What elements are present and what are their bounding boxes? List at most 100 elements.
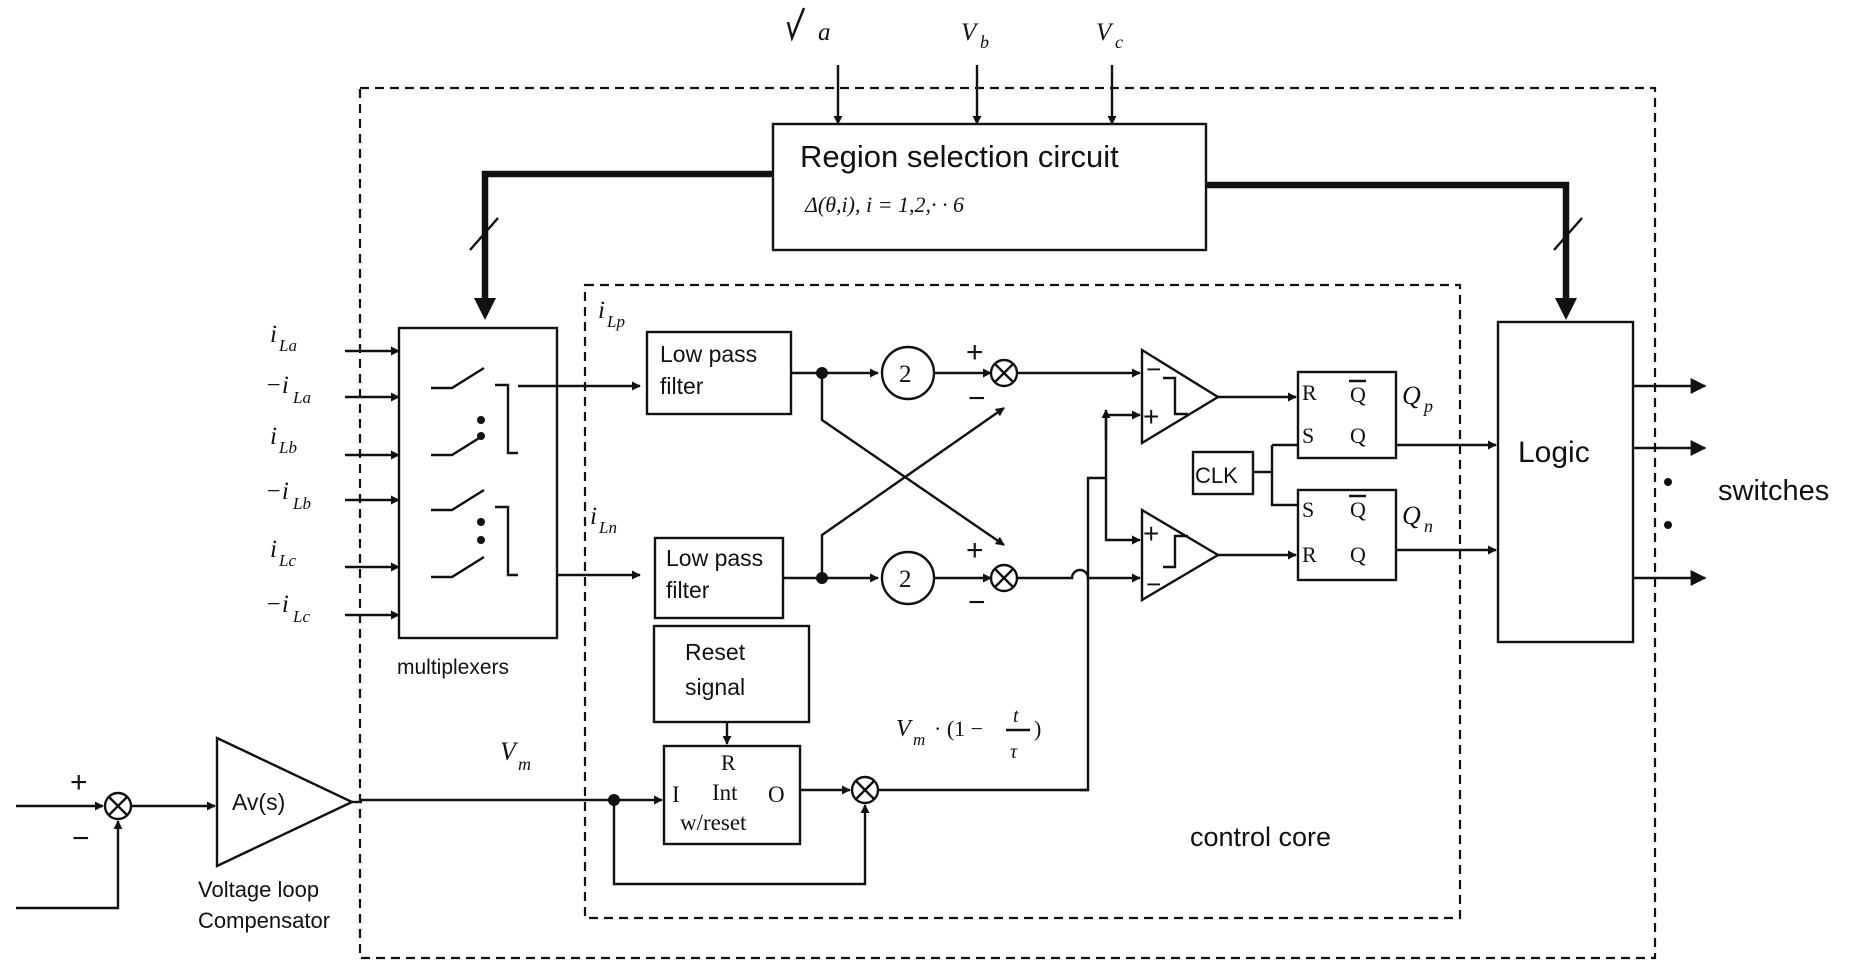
svg-text:−i: −i bbox=[265, 478, 289, 505]
svg-text:i: i bbox=[598, 297, 605, 324]
logic-label: Logic bbox=[1518, 436, 1590, 469]
svg-text:τ: τ bbox=[1010, 741, 1018, 763]
svg-text:+: + bbox=[966, 336, 984, 369]
multiplexers-label: multiplexers bbox=[397, 656, 509, 679]
svg-text:t: t bbox=[1013, 705, 1019, 727]
svg-text:I: I bbox=[672, 782, 680, 807]
compensator-caption-2: Compensator bbox=[198, 908, 330, 933]
comparator-bottom: + − bbox=[1142, 510, 1218, 600]
label-qn: Q n bbox=[1402, 501, 1433, 536]
svg-text:2: 2 bbox=[899, 566, 912, 593]
bus-to-logic bbox=[1206, 185, 1566, 300]
svg-text:p: p bbox=[1422, 396, 1433, 416]
switches-label: switches bbox=[1718, 475, 1829, 507]
label-iln: i Ln bbox=[590, 503, 617, 537]
svg-text:filter: filter bbox=[660, 373, 704, 399]
svg-text:+: + bbox=[70, 766, 88, 799]
gain-2-top: 2 bbox=[882, 347, 934, 399]
svg-text:n: n bbox=[1424, 516, 1433, 536]
svg-text:i: i bbox=[270, 321, 277, 348]
comparator-top: − + bbox=[1142, 350, 1218, 443]
svg-text:O: O bbox=[768, 782, 785, 807]
svg-text:signal: signal bbox=[685, 674, 745, 700]
svg-text:c: c bbox=[1115, 32, 1123, 52]
svg-text:S: S bbox=[1302, 497, 1314, 522]
label-ilp: i Lp bbox=[598, 297, 625, 331]
input-vc: V c bbox=[1096, 19, 1123, 124]
svg-text:−: − bbox=[968, 586, 986, 619]
input-va: a bbox=[788, 8, 838, 124]
svg-text:Q: Q bbox=[1402, 501, 1421, 530]
sum-junction-top: + − bbox=[966, 336, 1017, 415]
svg-text:−i: −i bbox=[265, 372, 289, 399]
sum-junction-bottom: + − bbox=[966, 534, 1017, 619]
svg-text:−: − bbox=[72, 822, 90, 855]
compensator-caption-1: Voltage loop bbox=[198, 877, 319, 902]
svg-text:Reset: Reset bbox=[685, 639, 746, 665]
svg-text:R: R bbox=[1302, 542, 1317, 567]
svg-text:R: R bbox=[1302, 380, 1317, 405]
svg-text:−: − bbox=[1146, 569, 1161, 599]
svg-text:Q: Q bbox=[1350, 423, 1366, 448]
svg-text:Lb: Lb bbox=[292, 494, 311, 513]
svg-text:): ) bbox=[1034, 716, 1041, 741]
svg-text:Q: Q bbox=[1402, 381, 1421, 410]
compensator-label: Av(s) bbox=[232, 789, 285, 815]
svg-text:Int: Int bbox=[712, 780, 738, 805]
svg-text:Lc: Lc bbox=[292, 607, 310, 626]
svg-text:filter: filter bbox=[666, 577, 710, 603]
multiplier-junction bbox=[852, 777, 878, 803]
svg-text:Lp: Lp bbox=[606, 312, 625, 331]
svg-text:Q: Q bbox=[1350, 497, 1366, 522]
svg-text:· (1 −: · (1 − bbox=[934, 716, 983, 741]
svg-text:S: S bbox=[1302, 423, 1314, 448]
svg-text:−: − bbox=[968, 382, 986, 415]
svg-text:b: b bbox=[980, 32, 989, 52]
svg-text:V: V bbox=[896, 716, 913, 742]
svg-text:i: i bbox=[270, 423, 277, 450]
bus-to-multiplexers bbox=[485, 174, 773, 300]
svg-text:+: + bbox=[1143, 401, 1159, 432]
control-core-label: control core bbox=[1190, 822, 1331, 852]
region-selection-title: Region selection circuit bbox=[800, 139, 1119, 174]
svg-text:La: La bbox=[292, 388, 311, 407]
label-qp: Q p bbox=[1402, 381, 1433, 416]
input-neg-ila: −i La bbox=[265, 372, 399, 407]
input-ila: i La bbox=[270, 321, 399, 355]
svg-text:m: m bbox=[913, 730, 925, 749]
svg-text:Lb: Lb bbox=[278, 438, 297, 457]
svg-text:i: i bbox=[590, 503, 597, 530]
svg-text:w/reset: w/reset bbox=[680, 810, 747, 835]
svg-text:−i: −i bbox=[265, 591, 289, 618]
input-ilc: i Lc bbox=[270, 536, 399, 570]
svg-text:+: + bbox=[966, 534, 984, 567]
svg-text:La: La bbox=[278, 336, 297, 355]
svg-text:Q: Q bbox=[1350, 542, 1366, 567]
svg-text:Q: Q bbox=[1350, 382, 1366, 407]
label-ramp: V m · (1 − t τ ) bbox=[896, 705, 1041, 763]
input-neg-ilc: −i Lc bbox=[265, 591, 399, 626]
svg-text:−: − bbox=[1146, 354, 1161, 384]
gain-2-bottom: 2 bbox=[882, 552, 934, 604]
svg-text:V: V bbox=[1096, 19, 1114, 46]
svg-text:i: i bbox=[270, 536, 277, 563]
input-ilb: i Lb bbox=[270, 423, 399, 457]
region-selection-formula: Δ(θ,i), i = 1,2,· · 6 bbox=[804, 192, 964, 217]
svg-text:R: R bbox=[721, 750, 736, 775]
svg-text:Ln: Ln bbox=[598, 518, 617, 537]
svg-text:Low pass: Low pass bbox=[660, 341, 757, 367]
svg-text:Low pass: Low pass bbox=[666, 545, 763, 571]
input-vb: V b bbox=[961, 19, 989, 124]
svg-text:V: V bbox=[500, 737, 519, 766]
svg-text:V: V bbox=[961, 19, 979, 46]
label-vm: V m bbox=[500, 737, 531, 774]
svg-text:2: 2 bbox=[899, 361, 912, 388]
svg-text:a: a bbox=[818, 19, 831, 46]
input-neg-ilb: −i Lb bbox=[265, 478, 399, 513]
svg-text:Lc: Lc bbox=[278, 551, 296, 570]
logic-block bbox=[1498, 322, 1633, 642]
clock-label: CLK bbox=[1195, 463, 1238, 488]
multiplexers-block bbox=[399, 328, 557, 638]
svg-text:m: m bbox=[518, 754, 531, 774]
